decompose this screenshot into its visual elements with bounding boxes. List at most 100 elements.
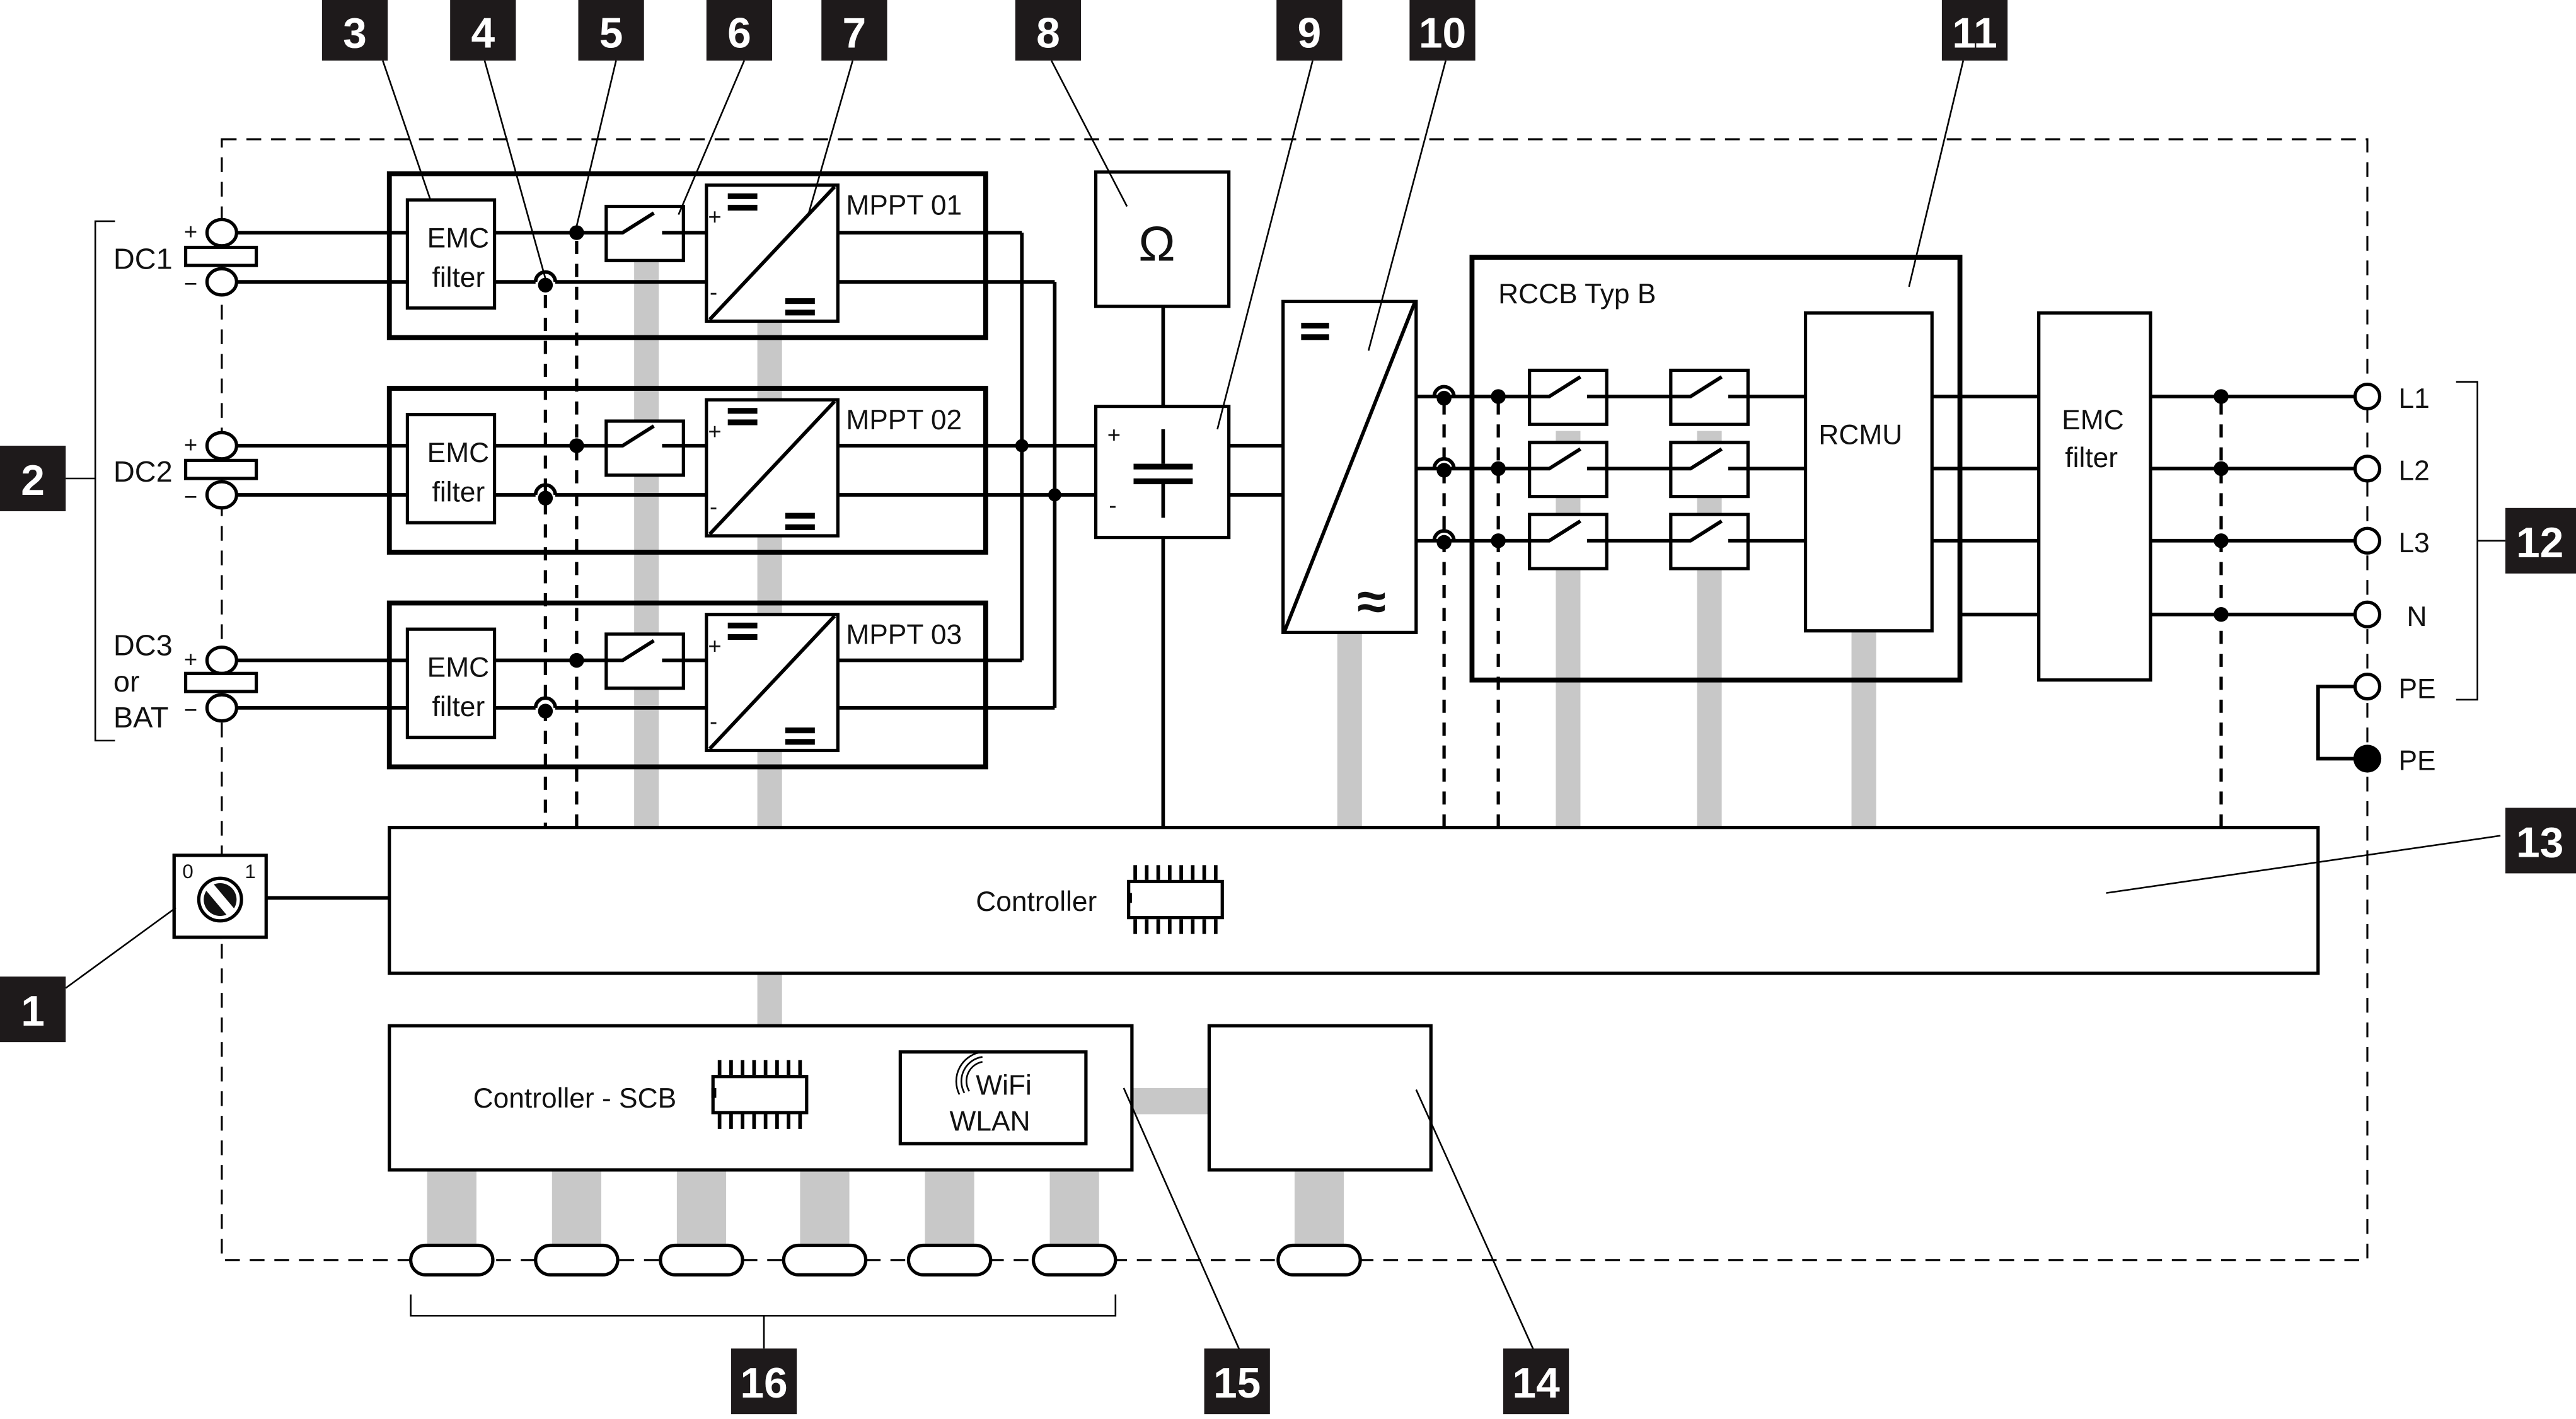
svg-text:9: 9	[1298, 9, 1322, 57]
svg-text:−: −	[184, 697, 197, 723]
svg-text:8: 8	[1036, 9, 1060, 57]
omega-icon: Ω	[1138, 216, 1175, 271]
rcmu-label: RCMU	[1818, 419, 1902, 450]
port-5[interactable]	[906, 1243, 993, 1277]
ac-wave-icon: ≈	[1357, 572, 1386, 631]
dc3-connector[interactable]: + −	[184, 646, 258, 723]
mppt-3-label: MPPT 03	[846, 620, 962, 651]
svg-text:PE: PE	[2398, 746, 2435, 777]
rccb-title: RCCB Typ B	[1498, 279, 1656, 310]
callout-16: 16	[731, 1348, 797, 1415]
dc-switch-2	[604, 419, 685, 477]
port-6[interactable]	[1031, 1243, 1118, 1277]
wifi-icon	[955, 1051, 983, 1095]
dc1-label: DC1	[113, 242, 173, 275]
controller-block	[388, 826, 2320, 975]
svg-text:filter: filter	[432, 262, 485, 293]
ac-output-lines	[2150, 389, 2355, 622]
mppt-block-3: EMC filter + - MPPT 03	[236, 600, 1055, 770]
controller-label: Controller	[976, 886, 1097, 917]
port-1[interactable]	[409, 1243, 495, 1277]
chip-icon	[1127, 865, 1224, 934]
svg-text:10: 10	[1419, 9, 1466, 57]
svg-text:−: −	[184, 271, 197, 297]
insulation-monitor	[1094, 170, 1231, 308]
callout-8: 8	[1015, 0, 1082, 61]
dc1-connector[interactable]: + −	[184, 217, 258, 297]
svg-text:+: +	[184, 646, 197, 672]
port-7[interactable]	[1276, 1243, 1362, 1277]
svg-text:−: −	[184, 484, 197, 510]
callout-15: 15	[1204, 1348, 1270, 1415]
svg-text:2: 2	[21, 457, 45, 504]
callout-10: 10	[1409, 0, 1476, 61]
svg-text:L3: L3	[2398, 528, 2429, 559]
ac-terminals: L1 L2 L3 N PE PE	[2316, 381, 2505, 777]
ac-emc-filter	[2037, 311, 2152, 682]
mppt-1-label: MPPT 01	[846, 190, 962, 221]
dc-bus	[1015, 233, 1061, 708]
callout-1: 1	[0, 976, 66, 1043]
scb-chip-icon	[711, 1060, 809, 1129]
terminal-l3[interactable]: L3	[2353, 526, 2430, 559]
callout-5: 5	[578, 0, 644, 61]
dc-terminals: + − + − + −	[184, 217, 258, 723]
svg-text:EMC: EMC	[427, 437, 489, 468]
callout-6: 6	[706, 0, 773, 61]
svg-text:L2: L2	[2398, 456, 2429, 487]
svg-text:filter: filter	[432, 477, 485, 507]
bat-label: BAT	[113, 701, 169, 734]
callout-2: 2	[0, 446, 66, 511]
callout-11: 11	[1941, 0, 2008, 61]
mppt-block-2: EMC filter + - MPPT 02	[236, 386, 1098, 555]
svg-text:15: 15	[1213, 1360, 1261, 1407]
svg-text:WLAN: WLAN	[950, 1106, 1031, 1137]
svg-text:3: 3	[343, 9, 367, 57]
svg-text:-: -	[710, 279, 717, 305]
svg-text:+: +	[184, 431, 197, 457]
dc2-label: DC2	[113, 455, 173, 488]
svg-text:6: 6	[727, 9, 751, 57]
svg-text:11: 11	[1952, 9, 1997, 57]
wifi-module	[898, 1050, 1088, 1145]
dc3-label: DC3	[113, 629, 173, 662]
callout-9: 9	[1276, 0, 1343, 61]
dc2-connector[interactable]: + −	[184, 431, 258, 510]
interface-ports	[409, 1243, 1362, 1349]
svg-text:14: 14	[1512, 1360, 1560, 1407]
svg-text:+: +	[708, 204, 721, 229]
callout-leaders	[65, 60, 2501, 1352]
callout-12: 12	[2505, 507, 2576, 574]
terminal-l2[interactable]: L2	[2353, 455, 2430, 487]
terminal-pe[interactable]: PE	[2353, 673, 2436, 704]
svg-text:+: +	[184, 219, 197, 245]
terminal-n[interactable]: N	[2353, 600, 2427, 632]
port-4[interactable]	[782, 1243, 868, 1277]
svg-text:4: 4	[471, 9, 495, 57]
terminal-pe-ground[interactable]: PE	[2353, 744, 2436, 777]
svg-text:N: N	[2407, 601, 2427, 632]
svg-text:16: 16	[740, 1360, 787, 1407]
svg-text:WiFi: WiFi	[976, 1070, 1032, 1101]
svg-text:EMC: EMC	[427, 652, 489, 683]
capacitor-icon	[1133, 429, 1193, 518]
svg-text:+: +	[708, 633, 721, 659]
svg-text:EMC: EMC	[427, 223, 489, 254]
svg-text:L1: L1	[2398, 383, 2429, 414]
mppt-2-label: MPPT 02	[846, 405, 962, 436]
scb-label: Controller - SCB	[473, 1083, 676, 1114]
svg-text:-: -	[1109, 492, 1116, 518]
svg-text:13: 13	[2516, 820, 2563, 867]
svg-text:-: -	[710, 494, 717, 519]
dc3-or-label: or	[113, 665, 140, 698]
ac-relays	[1528, 368, 1806, 570]
callout-14: 14	[1503, 1348, 1569, 1415]
mppt-block-1: EMC filter + - MPPT 01	[236, 171, 1055, 340]
dc-switch-knob[interactable]: 0 1	[172, 854, 268, 939]
port-3[interactable]	[659, 1243, 744, 1277]
svg-text:EMC: EMC	[2062, 405, 2123, 436]
port-2[interactable]	[534, 1243, 620, 1277]
svg-text:filter: filter	[2065, 443, 2118, 473]
terminal-l1[interactable]: L1	[2353, 382, 2430, 414]
